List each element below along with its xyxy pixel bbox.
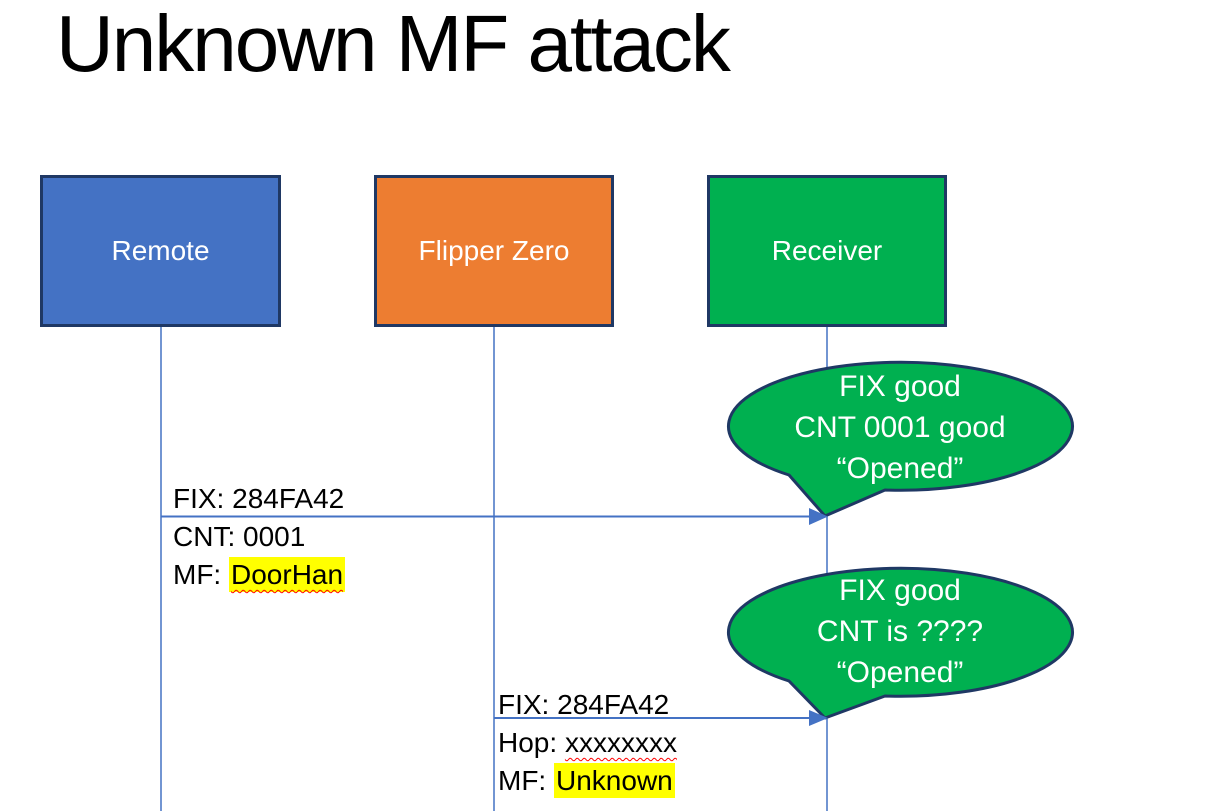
message-2-mf-prefix: MF: [498,765,554,796]
message-arrow-2-head [809,710,828,726]
actor-box-remote: Remote [40,175,281,327]
callout-1-line-2: CNT 0001 good [794,411,1006,444]
actor-label-flipper-zero: Flipper Zero [418,235,570,266]
actor-box-flipper-zero: Flipper Zero [374,175,614,327]
message-2-hop-prefix: Hop: [498,727,565,758]
callout-2-text: FIX good CNT is ???? “Opened” [728,570,1072,693]
actor-box-receiver: Receiver [707,175,947,327]
callout-1-line-1: FIX good [839,370,961,403]
message-label-1: FIX: 284FA42 CNT: 0001 MF: DoorHan [173,480,346,594]
callout-bubble-1 [726,360,1074,518]
message-2-fix-line: FIX: 284FA42 [498,686,677,724]
message-1-cnt-line: CNT: 0001 [173,518,345,556]
slide-title: Unknown MF attack [56,0,731,88]
message-2-fix-text: FIX: 284FA42 [498,689,670,720]
message-2-mf-line: MF: Unknown [498,762,677,800]
actor-label-remote: Remote [111,235,210,266]
callout-2-line-3: “Opened” [836,656,964,689]
message-2-mf-value-highlighted: Unknown [554,763,675,798]
message-2-hop-line: Hop: xxxxxxxx [498,724,677,762]
message-label-2: FIX: 284FA42 Hop: xxxxxxxx MF: Unknown [498,686,677,800]
callout-1-text: FIX good CNT 0001 good “Opened” [728,366,1072,489]
callout-2-line-1: FIX good [839,574,961,607]
message-2-hop-value-squiggled: xxxxxxxx [564,727,677,758]
message-1-cnt-prefix: CNT: [173,521,243,552]
message-1-mf-value-highlighted: DoorHan [229,557,346,592]
callout-2-line-2: CNT is ???? [816,615,984,648]
message-1-cnt-value: 0001 [243,521,306,552]
message-1-mf-line: MF: DoorHan [173,556,346,594]
message-arrow-1-head [809,508,828,525]
actor-label-receiver: Receiver [771,235,883,266]
message-1-fix-line: FIX: 284FA42 [173,480,345,518]
callout-bubble-2 [726,566,1074,720]
callout-1-line-3: “Opened” [836,452,964,485]
message-1-fix-text: FIX: 284FA42 [173,483,345,514]
message-1-mf-prefix: MF: [173,559,229,590]
